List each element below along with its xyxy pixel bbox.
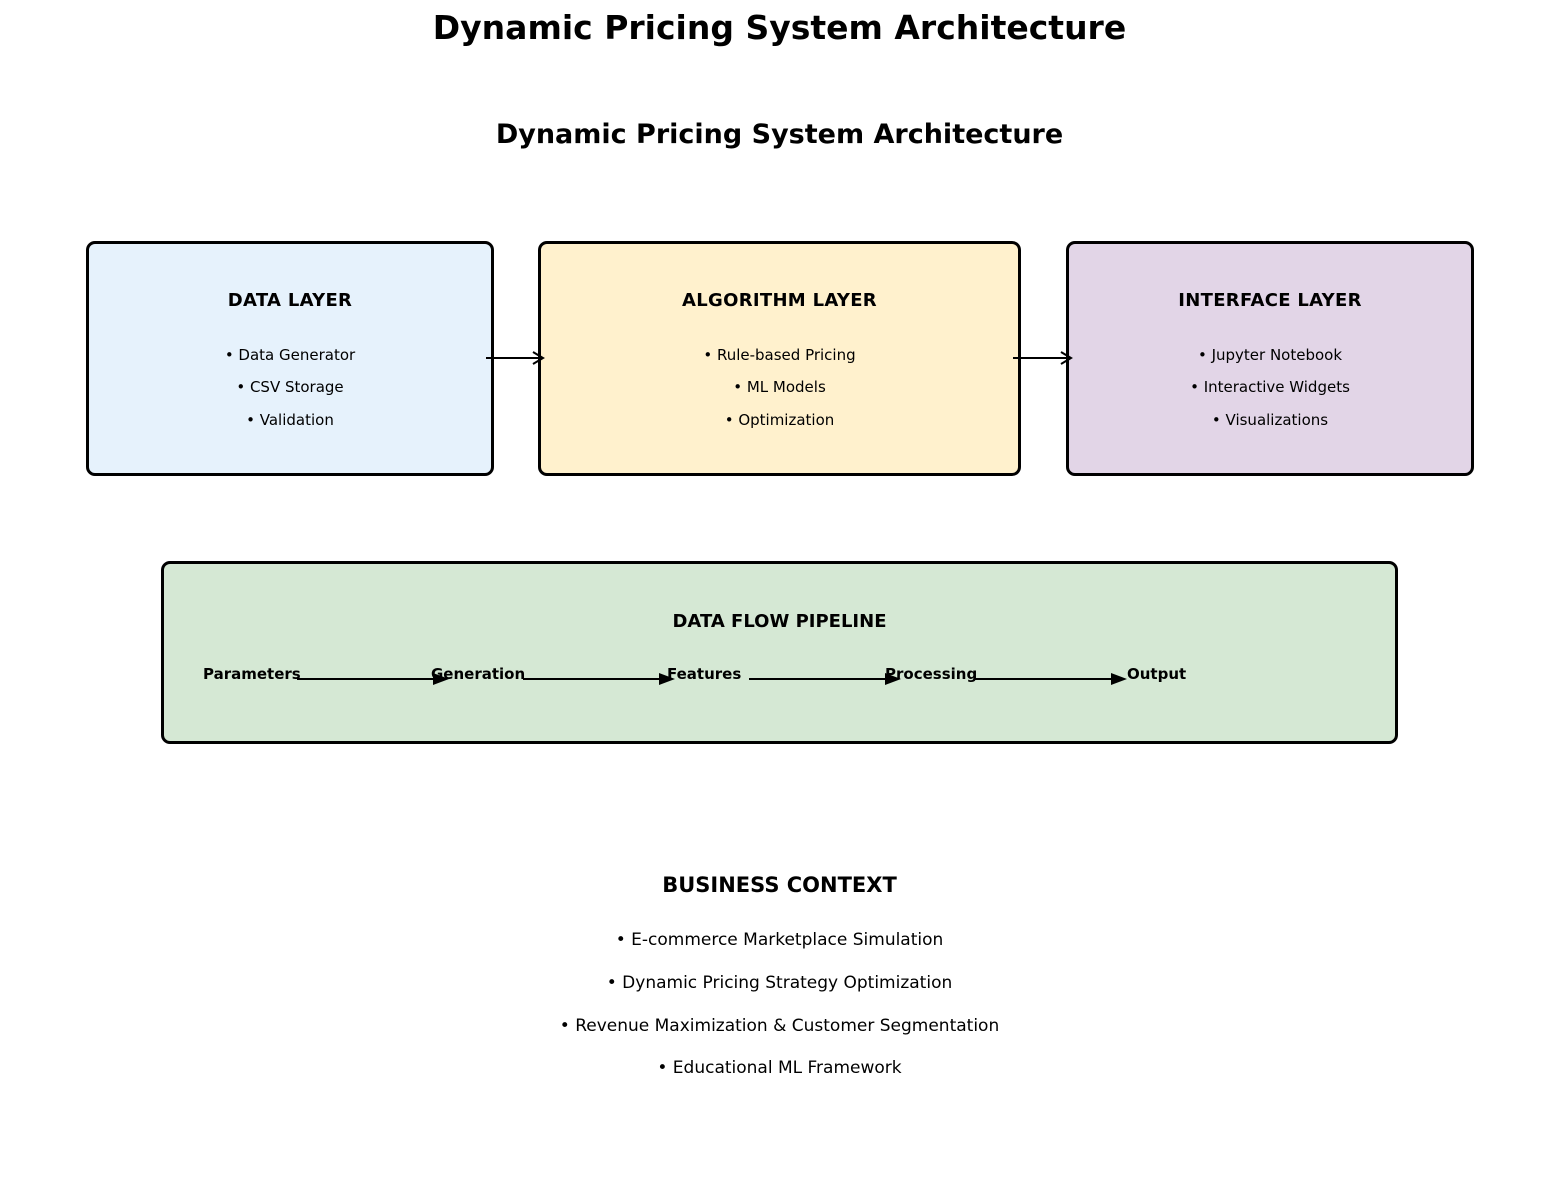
pipeline-arrowhead-3 <box>885 673 901 685</box>
data-layer-title: DATA LAYER <box>227 290 353 311</box>
algorithm-layer-title: ALGORITHM LAYER <box>682 290 877 311</box>
pipeline-title: DATA FLOW PIPELINE <box>672 611 887 632</box>
interface-layer-title: INTERFACE LAYER <box>1178 290 1362 311</box>
business-context-title: BUSINESS CONTEXT <box>662 873 897 897</box>
pipeline-arrowhead-2 <box>659 673 675 685</box>
interface-layer-item: • Visualizations <box>1211 411 1329 429</box>
business-context-item: • Revenue Maximization & Customer Segmen… <box>559 1016 1000 1036</box>
layer-arrows <box>486 351 1073 365</box>
business-context-item: • Educational ML Framework <box>657 1058 902 1078</box>
algorithm-layer-box: ALGORITHM LAYER • Rule-based Pricing • M… <box>538 241 1021 476</box>
data-layer-item: • Data Generator <box>224 346 356 364</box>
data-layer-item: • CSV Storage <box>236 378 344 396</box>
pipeline-arrows <box>297 673 1127 685</box>
pipeline-stage-output: Output <box>1127 665 1187 683</box>
pipeline-arrowhead-4 <box>1111 673 1127 685</box>
pipeline-arrowhead-1 <box>433 673 449 685</box>
algorithm-layer-item: • Rule-based Pricing <box>703 346 856 364</box>
data-layer-box: DATA LAYER • Data Generator • CSV Storag… <box>86 241 494 476</box>
algorithm-layer-item: • ML Models <box>733 378 826 396</box>
business-context-item: • E-commerce Marketplace Simulation <box>615 930 944 950</box>
pipeline-stage-processing: Processing <box>885 665 978 683</box>
pipeline-stage-generation: Generation <box>431 665 526 683</box>
main-title: Dynamic Pricing System Architecture <box>432 8 1127 47</box>
algorithm-layer-item: • Optimization <box>724 411 835 429</box>
pipeline-stage-parameters: Parameters <box>203 665 301 683</box>
interface-layer-item: • Interactive Widgets <box>1190 378 1350 396</box>
data-layer-item: • Validation <box>246 411 334 429</box>
pipeline-stage-features: Features <box>667 665 742 683</box>
interface-layer-item: • Jupyter Notebook <box>1197 346 1343 364</box>
data-to-algorithm-arrowhead <box>532 351 545 365</box>
algorithm-to-interface-arrowhead <box>1060 351 1073 365</box>
interface-layer-box: INTERFACE LAYER • Jupyter Notebook • Int… <box>1066 241 1474 476</box>
business-context-item: • Dynamic Pricing Strategy Optimization <box>606 973 953 993</box>
pipeline-box: DATA FLOW PIPELINE <box>161 561 1398 744</box>
diagram-subtitle: Dynamic Pricing System Architecture <box>495 119 1064 150</box>
